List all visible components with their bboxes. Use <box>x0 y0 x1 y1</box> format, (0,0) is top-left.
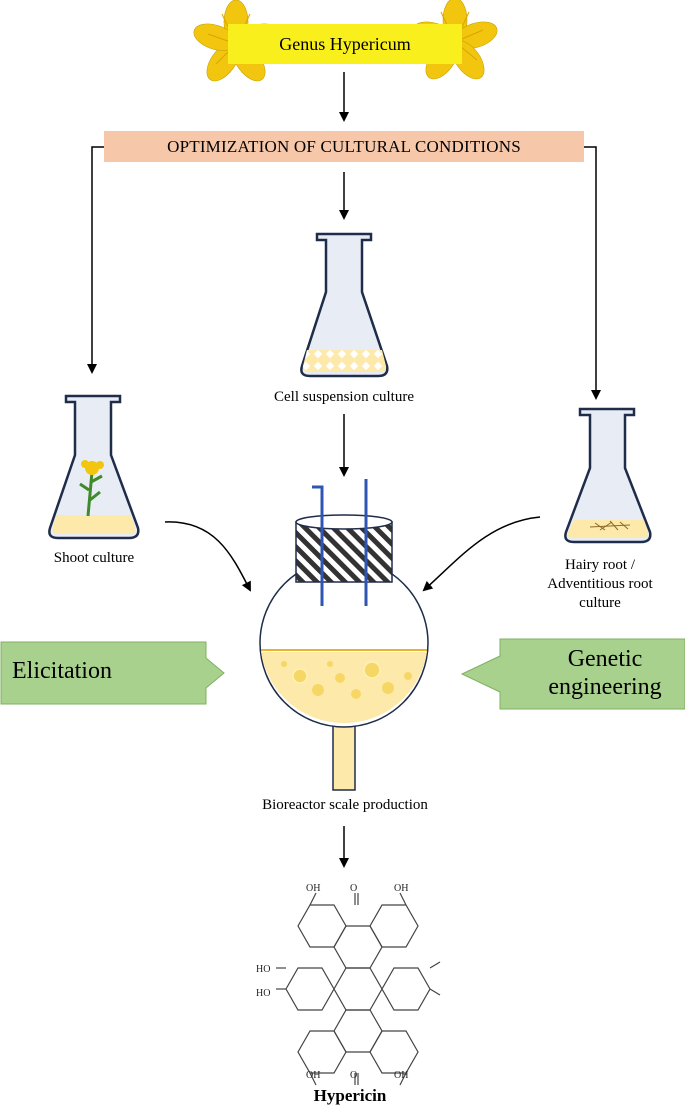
genus-title-box: Genus Hypericum <box>228 24 462 64</box>
mol-oh-bottom-right: OH <box>394 1070 408 1081</box>
mol-oh-top-left: OH <box>306 883 320 894</box>
arrow-hairy-to-bioreactor <box>422 516 541 592</box>
mol-oh-top-right: OH <box>394 883 408 894</box>
genetic-engineering-label: Genetic engineering <box>540 645 670 701</box>
mol-o-bottom: O <box>350 1070 357 1081</box>
hypericin-structure <box>276 892 441 1086</box>
hairy-root-flask-icon <box>564 407 652 544</box>
cell-suspension-flask-icon <box>300 232 389 378</box>
mol-o-top: O <box>350 883 357 894</box>
mol-ho-mid-left-2: HO <box>256 988 270 999</box>
mol-oh-bottom-left: OH <box>306 1070 320 1081</box>
optimization-label: OPTIMIZATION OF CULTURAL CONDITIONS <box>167 136 521 156</box>
genetic-arrow-shape <box>460 638 685 710</box>
bioreactor-label: Bioreactor scale production <box>262 797 428 813</box>
arrow-optimization-to-shoot <box>87 146 104 374</box>
hairy-root-line2: Adventitious root <box>547 576 653 592</box>
hairy-root-line3: culture <box>579 595 621 611</box>
optimization-box: OPTIMIZATION OF CULTURAL CONDITIONS <box>104 131 584 162</box>
hypericin-label: Hypericin <box>313 1086 387 1105</box>
arrow-optimization-to-hairy <box>584 146 601 400</box>
elicitation-label: Elicitation <box>12 658 112 684</box>
shoot-culture-flask-icon <box>48 394 140 540</box>
shoot-culture-label: Shoot culture <box>53 550 135 566</box>
genus-title: Genus Hypericum <box>279 33 411 54</box>
hairy-root-line1: Hairy root / <box>565 557 635 573</box>
cell-suspension-label: Cell suspension culture <box>274 389 414 405</box>
elicitation-arrow-shape <box>0 641 225 705</box>
arrow-shoot-to-bioreactor <box>164 521 251 592</box>
genetic-line2: engineering <box>548 674 662 700</box>
genetic-line1: Genetic <box>567 646 643 672</box>
bioreactor-icon <box>259 479 429 791</box>
hairy-root-label: Hairy root / Adventitious root culture <box>520 556 680 613</box>
mol-ho-mid-left: HO <box>256 964 270 975</box>
